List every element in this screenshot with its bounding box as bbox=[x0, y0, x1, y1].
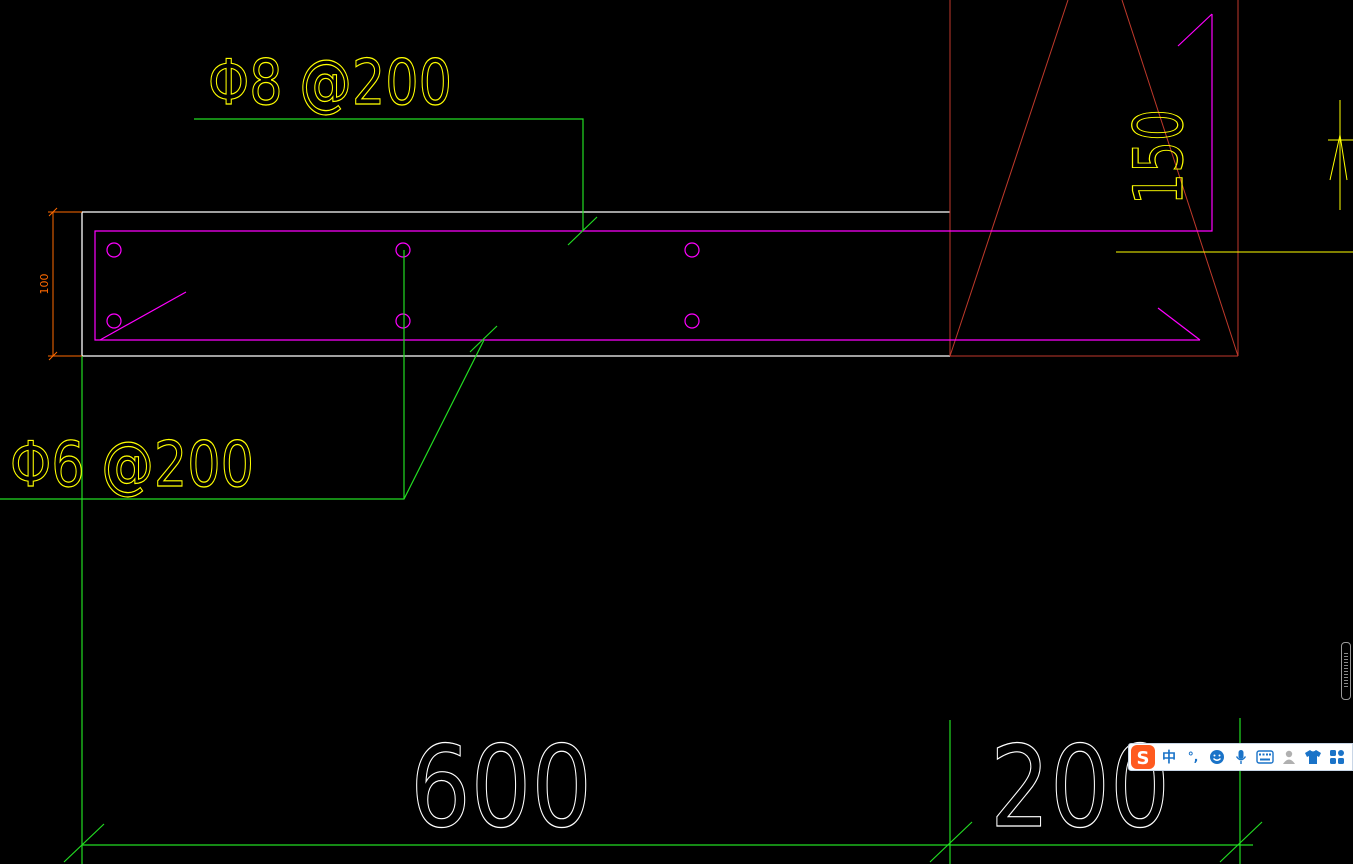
ime-language-label: 中 bbox=[1162, 750, 1176, 766]
microphone-icon[interactable] bbox=[1229, 745, 1253, 769]
span-dim-600: 600 bbox=[410, 723, 592, 853]
rebar-cage bbox=[94, 13, 1213, 341]
wall-dim-150-label: 150 bbox=[1120, 109, 1199, 205]
toolbox-grid-icon[interactable] bbox=[1325, 745, 1349, 769]
ime-language-toggle[interactable]: 中 bbox=[1157, 745, 1181, 769]
slab-thickness-label: 100 bbox=[38, 274, 51, 295]
ime-punctuation-toggle[interactable]: °, bbox=[1181, 745, 1205, 769]
leader-lines bbox=[0, 118, 1263, 864]
ime-toolbar[interactable]: S 中 °, bbox=[1128, 743, 1353, 771]
bottom-rebar-label: Φ6 @200 bbox=[10, 428, 254, 501]
wall-dim-lines bbox=[1116, 100, 1353, 253]
ime-logo-icon[interactable]: S bbox=[1129, 743, 1157, 771]
ime-logo-letter: S bbox=[1137, 748, 1150, 769]
side-scroll-handle[interactable] bbox=[1341, 642, 1351, 700]
slab-outline bbox=[81, 211, 950, 357]
skin-shirt-icon[interactable] bbox=[1301, 745, 1325, 769]
emoji-icon[interactable] bbox=[1205, 745, 1229, 769]
keyboard-icon[interactable] bbox=[1253, 745, 1277, 769]
wall-section bbox=[949, 0, 1239, 357]
top-rebar-label: Φ8 @200 bbox=[208, 46, 452, 119]
thickness-dimension bbox=[48, 207, 82, 361]
user-icon[interactable] bbox=[1277, 745, 1301, 769]
ime-punctuation-label: °, bbox=[1187, 750, 1199, 764]
